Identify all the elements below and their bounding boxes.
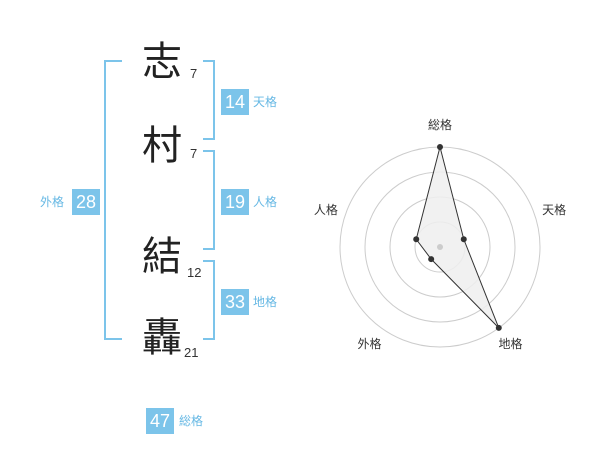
radar-axis-label-5: 人格: [314, 202, 338, 217]
soukaku-value: 47: [146, 408, 174, 434]
radar-point-4: [428, 256, 435, 263]
radar-center: [437, 244, 443, 250]
radar-series-area: [415, 146, 500, 329]
jinkaku-value: 19: [221, 189, 249, 215]
name-char-3: 結: [142, 234, 182, 280]
tenkaku-label: 天格: [253, 95, 278, 109]
gaikaku-bracket: [104, 60, 122, 340]
gaikaku-label: 外格: [40, 195, 65, 209]
radar-axis-label-3: 地格: [499, 336, 523, 351]
tenkaku-value: 14: [221, 89, 249, 115]
stroke-count-3: 12: [187, 265, 202, 280]
soukaku-label: 総格: [179, 414, 204, 428]
name-char-2: 村: [142, 123, 182, 169]
stroke-count-4: 21: [184, 345, 199, 360]
stroke-count-1: 7: [190, 66, 198, 81]
radar-point-2: [460, 236, 467, 243]
stroke-count-2: 7: [190, 146, 198, 161]
radar-axis-label-1: 総格: [428, 117, 452, 132]
tenkaku-bracket: [203, 60, 215, 140]
radar-point-3: [495, 324, 502, 331]
jinkaku-bracket: [203, 150, 215, 250]
jinkaku-label: 人格: [253, 195, 278, 209]
radar-point-1: [437, 144, 443, 150]
radar-axis-label-2: 天格: [542, 202, 566, 217]
chikaku-value: 33: [221, 289, 249, 315]
chikaku-bracket: [203, 260, 215, 340]
chikaku-label: 地格: [253, 295, 278, 309]
name-char-1: 志: [142, 39, 182, 85]
gaikaku-value: 28: [72, 189, 100, 215]
radar-point-5: [413, 236, 420, 243]
name-char-4: 轟: [142, 315, 182, 361]
radar-axis-label-4: 外格: [357, 336, 381, 351]
